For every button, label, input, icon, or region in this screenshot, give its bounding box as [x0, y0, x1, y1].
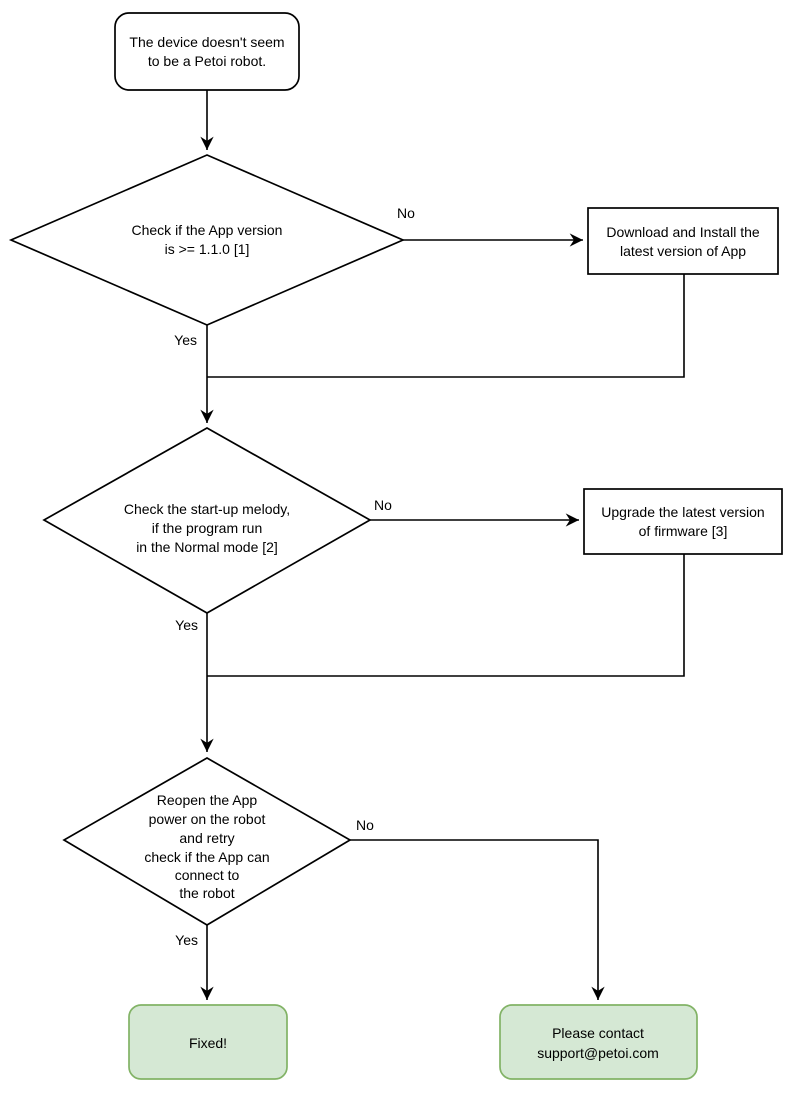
- decision-app-version: Check if the App version is >= 1.1.0 [1]: [8, 154, 406, 326]
- decision2-yes-label: Yes: [175, 617, 198, 633]
- process-upgrade-firmware-shape: [583, 488, 783, 555]
- decision-reconnect-line6: the robot: [179, 885, 234, 901]
- process-install-app-line2: latest version of App: [620, 243, 746, 259]
- decision-startup-melody-line3: in the Normal mode [2]: [136, 539, 278, 555]
- terminal-contact-support-shape: [499, 1004, 698, 1080]
- decision-app-version-line1: Check if the App version: [132, 222, 283, 238]
- decision-startup-melody-line1: Check the start-up melody,: [124, 501, 290, 517]
- decision-app-version-shape: [8, 154, 406, 326]
- decision-reconnect-line3: and retry: [179, 830, 234, 846]
- process-upgrade-firmware-line2: of firmware [3]: [639, 523, 728, 539]
- decision-startup-melody: Check the start-up melody, if the progra…: [42, 427, 372, 614]
- terminal-fixed: Fixed!: [128, 1004, 288, 1080]
- decision-startup-melody-shape: [42, 427, 372, 614]
- decision-reconnect-line1: Reopen the App: [157, 792, 258, 808]
- start-node: The device doesn't seem to be a Petoi ro…: [114, 12, 300, 91]
- decision-reconnect-line5: connect to: [175, 867, 240, 883]
- decision-reconnect-line2: power on the robot: [149, 811, 266, 827]
- decision1-no-label: No: [397, 205, 415, 221]
- decision2-no-label: No: [374, 497, 392, 513]
- process-install-app-shape: [587, 207, 779, 275]
- decision3-no-label: No: [356, 817, 374, 833]
- decision-reconnect: Reopen the App power on the robot and re…: [62, 757, 352, 926]
- process-install-app: Download and Install the latest version …: [587, 207, 779, 275]
- decision1-yes-label: Yes: [174, 332, 197, 348]
- terminal-fixed-shape: [128, 1004, 288, 1080]
- start-node-text-line1: The device doesn't seem: [129, 34, 284, 50]
- terminal-contact-support: Please contact support@petoi.com: [499, 1004, 698, 1080]
- process-upgrade-firmware-line1: Upgrade the latest version: [601, 504, 764, 520]
- start-node-shape: [114, 12, 300, 91]
- decision-reconnect-line4: check if the App can: [144, 849, 269, 865]
- decision-reconnect-shape: [62, 757, 352, 926]
- process-install-app-line1: Download and Install the: [606, 224, 760, 240]
- edges: [200, 90, 685, 1000]
- decision3-yes-label: Yes: [175, 932, 198, 948]
- decision-app-version-line2: is >= 1.1.0 [1]: [165, 241, 250, 257]
- edge-process1-merge: [207, 274, 685, 378]
- decision-startup-melody-line2: if the program run: [152, 520, 263, 536]
- process-upgrade-firmware: Upgrade the latest version of firmware […: [583, 488, 783, 555]
- terminal-contact-support-line1: Please contact: [552, 1025, 644, 1041]
- edge-process2-merge: [207, 554, 685, 677]
- terminal-fixed-text: Fixed!: [189, 1035, 227, 1051]
- edge-decision3-no-to-contact: [350, 839, 605, 1000]
- start-node-text-line2: to be a Petoi robot.: [148, 53, 266, 69]
- terminal-contact-support-line2: support@petoi.com: [537, 1045, 659, 1061]
